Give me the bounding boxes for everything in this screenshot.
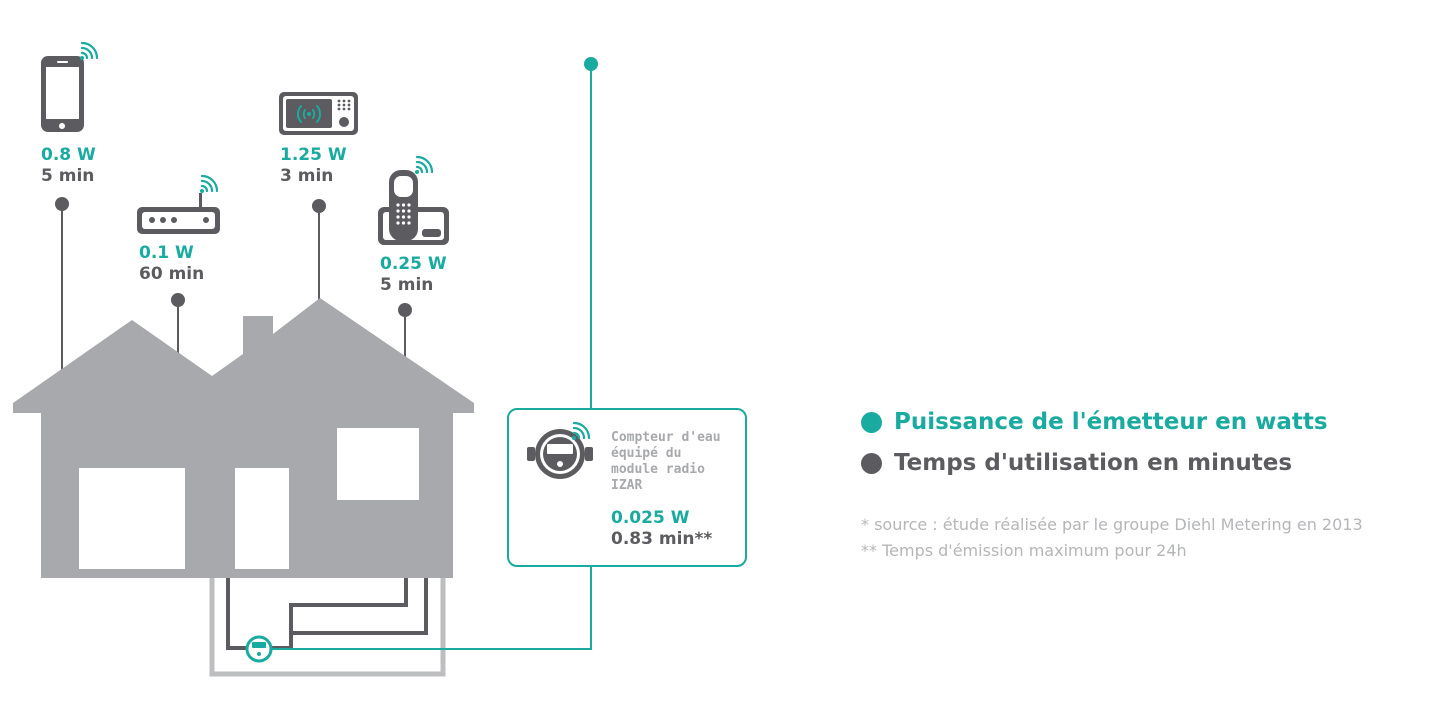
- smartphone-wifi-icon: [80, 41, 99, 60]
- cordless-phone-icon: [378, 155, 449, 245]
- meter-description-line: Compteur d'eau: [611, 430, 721, 445]
- router-wifi-icon: [200, 174, 219, 193]
- microwave-power: 1.25 W: [280, 145, 347, 165]
- emission-note: ** Temps d'émission maximum pour 24h: [861, 541, 1187, 560]
- microwave-waves-icon: [297, 105, 321, 123]
- pipe-inner-loop-2: [291, 578, 428, 635]
- meter-description-line: équipé du: [611, 446, 682, 461]
- router-icon: [137, 174, 220, 234]
- microwave-dot: [312, 199, 326, 213]
- cordless-phone-wifi-icon: [415, 155, 434, 174]
- legend-time-text: Temps d'utilisation en minutes: [894, 450, 1293, 476]
- pipe-inner-loop: [272, 578, 408, 650]
- house-door: [235, 468, 289, 569]
- house: [13, 298, 474, 578]
- legend-power: Puissance de l'émetteur en watts: [861, 408, 1328, 436]
- legend-time: Temps d'utilisation en minutes: [861, 449, 1292, 477]
- source-note: * source : étude réalisée par le groupe …: [861, 515, 1363, 534]
- meter-wifi-icon: [572, 421, 591, 440]
- meter-description-line: IZAR: [611, 478, 643, 493]
- basement-outline: [209, 578, 446, 677]
- connector-lines: [61, 204, 406, 372]
- house-window-right: [337, 428, 419, 500]
- meter-radio-line: [272, 567, 592, 650]
- legend-power-text: Puissance de l'émetteur en watts: [894, 409, 1328, 435]
- cordless-phone-time: 5 min: [380, 275, 434, 295]
- meter-description: Compteur d'eau équipé du module radio IZ…: [611, 430, 736, 494]
- smartphone-power: 0.8 W: [41, 145, 96, 165]
- basement-meter-icon: [245, 635, 273, 663]
- connector-dots: [55, 197, 412, 317]
- microwave-time: 3 min: [280, 166, 334, 186]
- router-dot: [171, 293, 185, 307]
- router-power: 0.1 W: [139, 243, 194, 263]
- router-time: 60 min: [139, 264, 205, 284]
- meter-time: 0.83 min**: [611, 529, 713, 549]
- meter-uplink-dot: [584, 57, 598, 71]
- smartphone-dot: [55, 197, 69, 211]
- smartphone-icon: [41, 41, 99, 132]
- basement-pipes: [209, 57, 598, 677]
- pipe-inner-left: [226, 578, 246, 650]
- meter-description-line: module radio: [611, 462, 705, 477]
- meter-power: 0.025 W: [611, 508, 690, 528]
- house-window-left: [79, 468, 185, 569]
- water-meter-icon: [527, 421, 593, 479]
- cordless-phone-dot: [398, 303, 412, 317]
- legend-power-dot: [861, 411, 882, 433]
- legend-time-dot: [861, 452, 882, 474]
- cordless-phone-power: 0.25 W: [380, 254, 447, 274]
- microwave-icon: [279, 92, 358, 135]
- smartphone-time: 5 min: [41, 166, 95, 186]
